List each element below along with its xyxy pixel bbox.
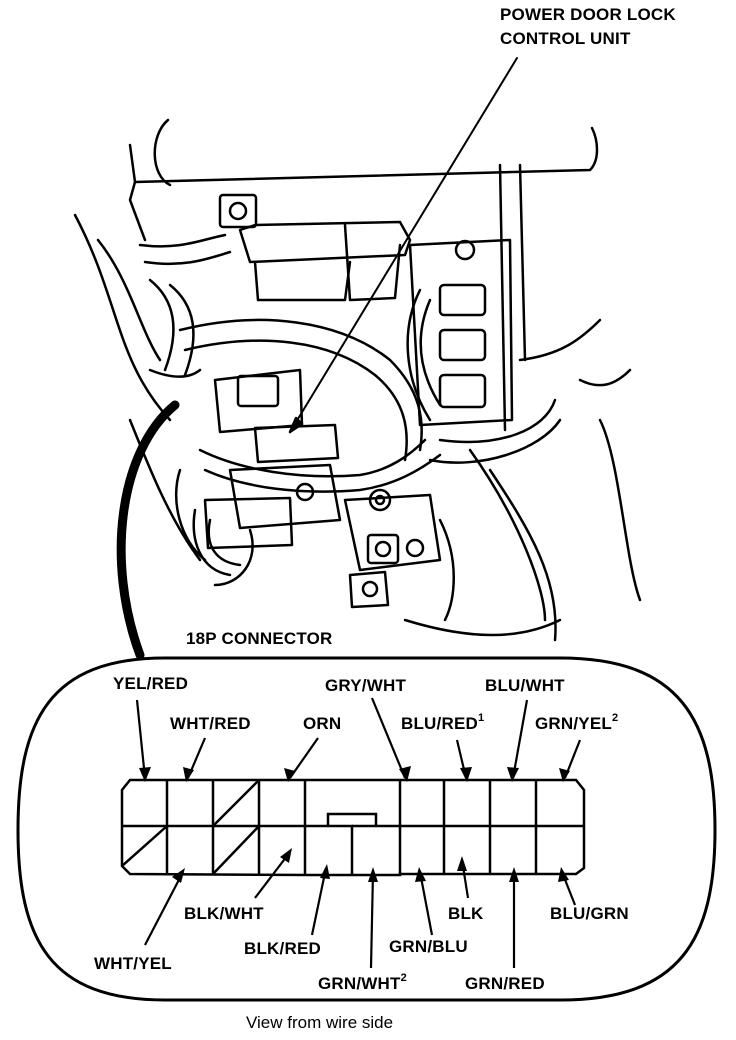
- control-unit: [253, 423, 340, 464]
- label-blu-grn: BLU/GRN: [550, 904, 629, 923]
- label-blk-wht: BLK/WHT: [184, 904, 264, 923]
- connector-18p: [120, 778, 586, 877]
- bracket-left: [218, 193, 258, 229]
- label-grn-blu: GRN/BLU: [389, 937, 468, 956]
- label-blk: BLK: [448, 904, 484, 923]
- top-pin-pointers: [135, 697, 582, 779]
- caption: View from wire side: [246, 1013, 394, 1032]
- callout-title-line1: POWER DOOR LOCK: [500, 5, 676, 24]
- bottom-pin-pointers: [144, 851, 577, 969]
- label-blk-red: BLK/RED: [244, 939, 321, 958]
- label-wht-red: WHT/RED: [170, 714, 251, 733]
- control-unit-housing: [213, 368, 304, 434]
- label-grn-wht: GRN/WHT2: [318, 972, 407, 993]
- bottom-arrowheads: [172, 848, 569, 883]
- connector-leader: [116, 400, 180, 660]
- connector-title: 18P CONNECTOR: [186, 629, 333, 648]
- callout-leader: [289, 57, 518, 433]
- label-gry-wht: GRY/WHT: [325, 676, 407, 695]
- label-yel-red: YEL/RED: [113, 674, 189, 693]
- callout-title-line2: CONTROL UNIT: [500, 29, 631, 48]
- connector-bubble: [16, 656, 717, 1002]
- label-grn-yel: GRN/YEL2: [535, 712, 619, 733]
- bolt-icon: [228, 201, 248, 221]
- connector-block-top: [238, 220, 412, 264]
- dash-edge: [128, 126, 599, 184]
- relay-panel: [408, 238, 514, 427]
- bracket-lower: [228, 463, 342, 530]
- label-blu-red: BLU/RED1: [401, 712, 485, 733]
- top-arrowheads: [139, 766, 570, 782]
- label-grn-red: GRN/RED: [465, 974, 545, 993]
- label-orn: ORN: [303, 714, 342, 733]
- label-wht-yel: WHT/YEL: [94, 954, 172, 973]
- label-blu-wht: BLU/WHT: [485, 676, 565, 695]
